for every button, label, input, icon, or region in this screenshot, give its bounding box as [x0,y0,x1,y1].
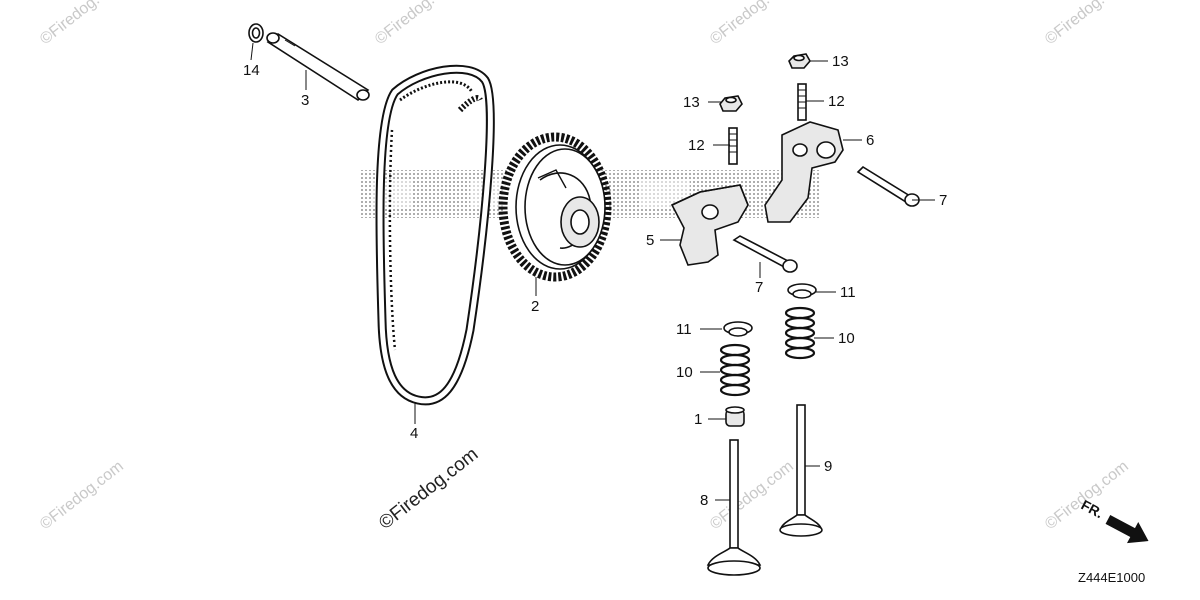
part-spring-left [719,343,751,397]
callout-11b: 11 [840,284,856,301]
watermark-main: ©Firedog.com [375,444,482,534]
callout-7b: 7 [939,192,947,209]
callout-3: 3 [301,92,309,109]
faint-watermarks: ©Firedog.com ©Firedog.com ©Firedog.com ©… [37,0,1132,533]
callout-14: 14 [243,62,260,79]
part-adjust-screw-right [797,83,807,121]
callout-11a: 11 [676,321,692,338]
part-retainer-right [787,283,817,299]
part-spring-right [784,306,816,360]
callout-10a: 10 [676,364,693,381]
part-valve-right [779,404,823,537]
callout-7a: 7 [755,279,763,296]
callouts: 14 3 4 2 5 6 7 7 11 11 10 10 1 8 9 12 12… [243,53,947,509]
part-rocker-arm-left [670,184,749,266]
watermark-faint: ©Firedog.com [707,0,797,48]
diagram-code: Z444E1000 [1078,570,1145,585]
part-bolt-upper [856,165,920,207]
callout-10b: 10 [838,330,855,347]
callout-1: 1 [694,411,702,428]
part-bolt-lower [732,235,798,273]
callout-13b: 13 [832,53,849,70]
part-nut-right [788,53,811,69]
watermark-faint: ©Firedog.com [707,458,797,533]
callout-12b: 12 [828,93,845,110]
callout-6: 6 [866,132,874,149]
leader-lines [250,42,935,501]
watermark-faint: ©Firedog.com [37,0,127,48]
callout-13a: 13 [683,94,700,111]
front-direction-indicator: FR. [1079,497,1149,544]
part-cam-pulley [498,132,612,282]
part-rocker-arm-right [764,121,844,223]
part-nut-left [719,95,743,112]
part-adjust-screw-left [728,127,738,165]
part-valve-left [706,439,762,576]
callout-9: 9 [824,458,832,475]
direction-arrow-icon [1105,515,1149,544]
part-shaft [266,32,370,102]
part-retainer-left [723,321,753,337]
callout-2: 2 [531,298,539,315]
part-o-ring [248,23,264,43]
part-stem-seal [725,406,745,427]
watermark-faint: ©Firedog.com [37,458,127,533]
callout-4: 4 [410,425,418,442]
watermark-faint: ©Firedog.com [372,0,462,48]
callout-8: 8 [700,492,708,509]
part-timing-belt [375,64,495,406]
callout-12a: 12 [688,137,705,154]
watermark-faint: ©Firedog.com [1042,0,1132,48]
callout-5: 5 [646,232,654,249]
